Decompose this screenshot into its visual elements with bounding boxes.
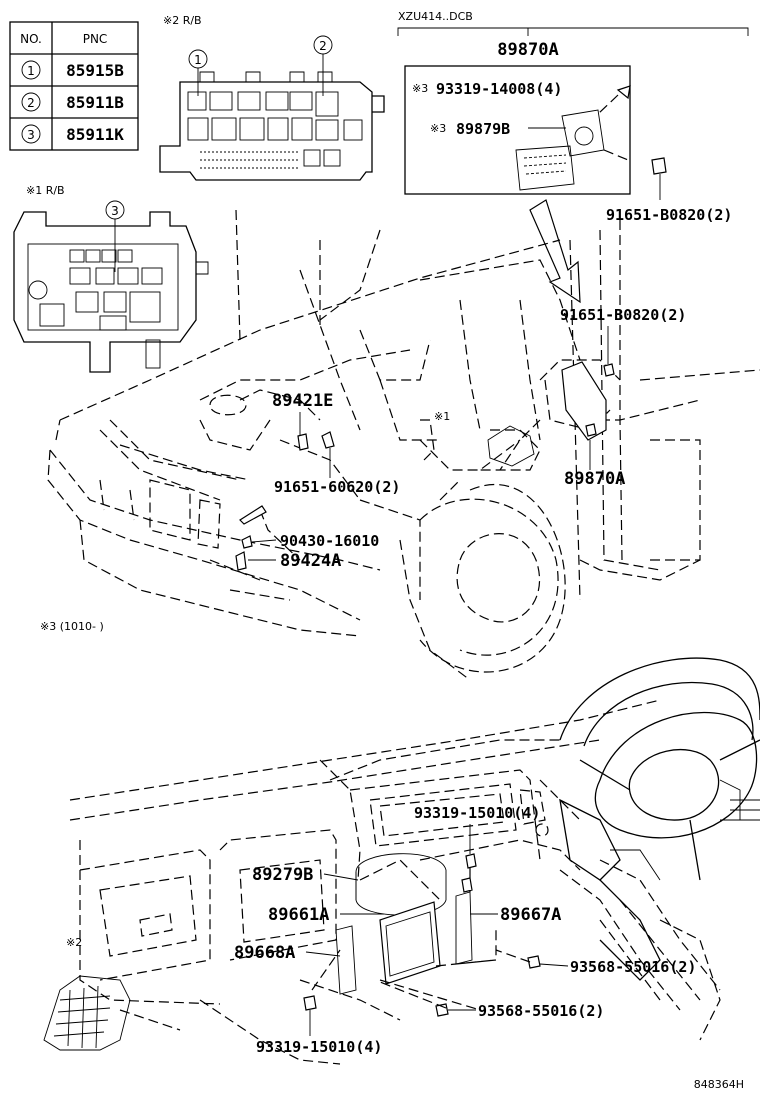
part-93568-55016-b: 93568-55016(2) (478, 1002, 604, 1020)
part-93319-15010-b: 93319-15010(4) (256, 1038, 382, 1056)
table-row-3-pnc: 85911K (66, 125, 124, 144)
part-91651-B0820-a: 91651-B0820(2) (606, 206, 732, 224)
truck-front-drawing: ※1 (47, 209, 760, 681)
rb2-label: ※2 R/B (163, 14, 202, 27)
table-row-1-pnc: 85915B (66, 61, 124, 80)
mark2-label: ※2 (66, 936, 82, 949)
table-row-3-no: 3 (27, 128, 35, 142)
part-93319-14008: 93319-14008(4) (436, 80, 562, 98)
dcb-label: XZU414..DCB (398, 10, 473, 23)
callout-3: 3 (111, 204, 119, 218)
relay-block-1-drawing: ※1 R/B 3 (13, 184, 209, 373)
part-91651-60620: 91651-60620(2) (274, 478, 400, 496)
mark3b-label: ※3 (430, 122, 446, 135)
mark1-label: ※1 (434, 410, 450, 423)
part-89424A: 89424A (280, 551, 341, 571)
rb1-label: ※1 R/B (26, 184, 65, 197)
part-89870A-mid: 89870A (564, 469, 625, 489)
table-row-1-no: 1 (27, 64, 35, 78)
part-89667A: 89667A (500, 905, 561, 925)
callout-1: 1 (194, 53, 202, 67)
table-row-2-pnc: 85911B (66, 93, 124, 112)
figure-id: 848364H (694, 1078, 744, 1091)
part-91651-B0820-b: 91651-B0820(2) (560, 306, 686, 324)
part-93568-55016-a: 93568-55016(2) (570, 958, 696, 976)
table-header-pnc: PNC (83, 32, 108, 46)
table-row-2-no: 2 (27, 96, 35, 110)
part-89279B: 89279B (252, 865, 313, 885)
pnc-table: NO. PNC 1 85915B 2 85911B 3 85911K (9, 21, 139, 151)
dashboard-drawing: ※2 (43, 657, 760, 1065)
part-89421E: 89421E (272, 391, 333, 411)
part-89870A-top: 89870A (497, 40, 558, 60)
relay-block-2-drawing: ※2 R/B 1 2 (159, 14, 385, 181)
mark3-range-label: ※3 (1010- ) (40, 620, 104, 633)
part-93319-15010-a: 93319-15010(4) (414, 804, 540, 822)
table-header-no: NO. (20, 32, 42, 46)
part-90430-16010: 90430-16010 (280, 532, 379, 550)
arrow-icon (529, 199, 581, 304)
mark3a-label: ※3 (412, 82, 428, 95)
part-89661A: 89661A (268, 905, 329, 925)
callout-2: 2 (319, 39, 327, 53)
dcb-inset: XZU414..DCB 89870A ※3 93319-14008(4) ※3 … (397, 10, 749, 224)
part-89879B: 89879B (456, 120, 510, 138)
part-89668A: 89668A (234, 943, 295, 963)
